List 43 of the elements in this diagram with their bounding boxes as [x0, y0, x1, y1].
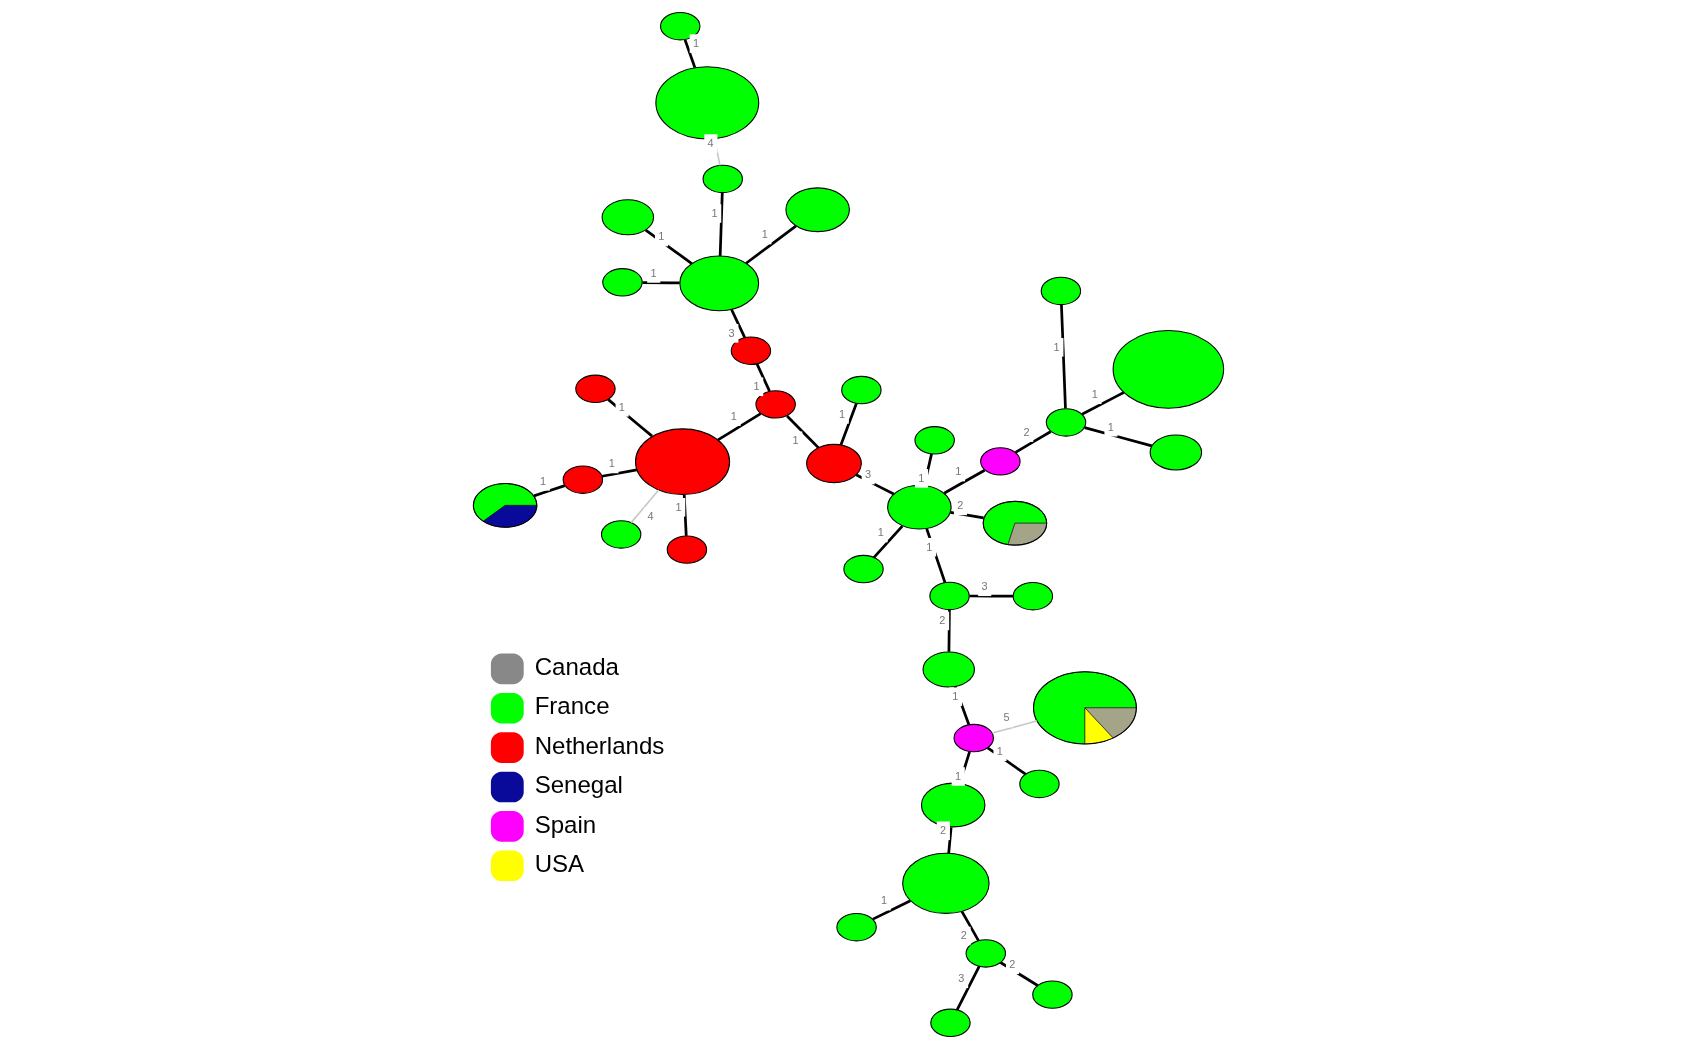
edge-label: 1: [1107, 420, 1114, 433]
edge-label: 3: [864, 468, 871, 481]
edge-label: 1: [996, 744, 1003, 757]
edge-label: 1: [952, 690, 959, 703]
edge-label: 1: [955, 465, 962, 478]
edge-label: 1: [838, 407, 846, 420]
edge-label: 1: [880, 894, 887, 907]
edge-label: 2: [940, 824, 947, 837]
edge-label: 1: [954, 769, 962, 782]
legend-label: Canada: [534, 652, 619, 680]
edge-label: 1: [877, 526, 884, 539]
edge-label: 1: [608, 457, 615, 470]
edge-label: 1: [926, 540, 933, 553]
edge-label: 2: [960, 929, 967, 942]
legend-label: USA: [534, 849, 585, 877]
edge-label: 1: [792, 434, 799, 447]
edge-label: 1: [540, 474, 547, 487]
edge-label: 5: [1003, 711, 1010, 724]
edge-label: 1: [711, 206, 718, 219]
edge-label: 1: [761, 228, 768, 241]
edge-label: 1: [730, 409, 737, 422]
edge-label: 2: [1023, 425, 1030, 438]
edge-label: 1: [618, 400, 625, 413]
legend-label: Netherlands: [534, 731, 665, 759]
edge-label: 4: [647, 509, 654, 522]
edge-label: 1: [692, 36, 700, 49]
legend-label: France: [534, 692, 610, 720]
edge-label: 1: [1091, 388, 1098, 401]
edge-label: 1: [675, 500, 682, 513]
edge-label: 1: [918, 471, 925, 484]
edge-label: 3: [981, 580, 988, 593]
edge-label: 1: [650, 266, 657, 279]
edge-label: 2: [1009, 957, 1016, 970]
edge-label: 2: [957, 499, 964, 512]
edge-label: 1: [658, 230, 665, 243]
legend-label: Spain: [534, 810, 597, 838]
edge-label: 1: [1053, 340, 1060, 353]
edge-label: 3: [958, 972, 965, 985]
legend-label: Senegal: [534, 771, 623, 799]
edge-label: 1: [753, 380, 760, 393]
edge-label: 3: [728, 326, 735, 339]
edge-label: 2: [939, 614, 946, 627]
edge-label: 4: [707, 136, 714, 149]
